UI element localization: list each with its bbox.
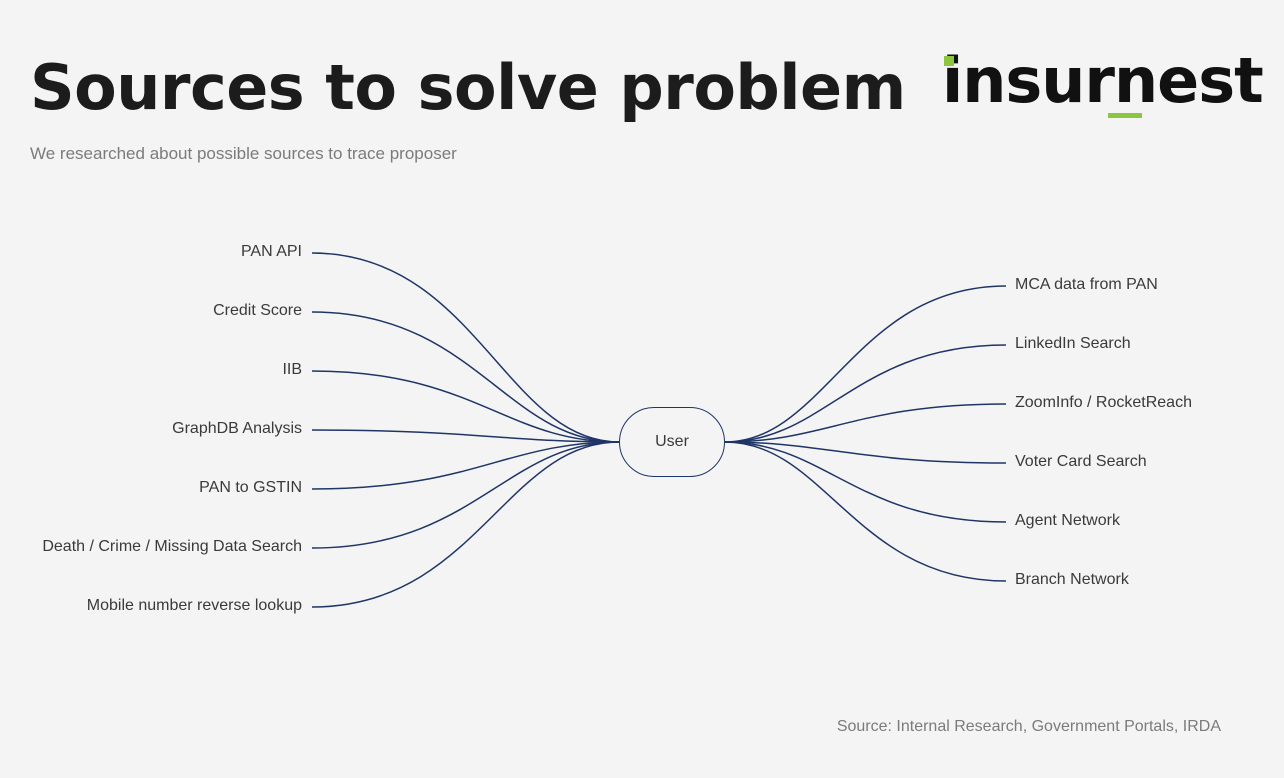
left-node-label: PAN to GSTIN	[199, 479, 302, 496]
left-node-label: PAN API	[240, 243, 302, 260]
right-node-label: Branch Network	[1015, 571, 1129, 588]
left-node-label: IIB	[282, 361, 302, 378]
right-node-label: Agent Network	[1015, 512, 1120, 529]
center-node-label: User	[655, 433, 689, 450]
right-node-label: LinkedIn Search	[1015, 335, 1131, 352]
left-node-label: Mobile number reverse lookup	[86, 597, 302, 614]
logo-underline	[1108, 113, 1142, 118]
left-node-label: Credit Score	[213, 302, 302, 319]
page-title: Sources to solve problem	[30, 51, 906, 124]
right-connector	[724, 441, 1007, 582]
left-connector	[311, 370, 620, 443]
right-connector	[724, 441, 1007, 464]
left-connector	[311, 441, 620, 549]
source-note: Source: Internal Research, Government Po…	[836, 718, 1221, 735]
logo-wordmark: insurnest	[942, 44, 1264, 117]
right-node-label: MCA data from PAN	[1015, 276, 1158, 293]
right-connector	[724, 441, 1007, 523]
right-connector	[724, 344, 1007, 443]
insurnest-logo: insurnest	[942, 44, 1264, 122]
left-connector	[311, 252, 620, 443]
right-connector	[724, 285, 1007, 443]
page-subtitle: We researched about possible sources to …	[30, 144, 457, 163]
left-node-label: Death / Crime / Missing Data Search	[42, 538, 302, 555]
left-node-label: GraphDB Analysis	[172, 420, 302, 437]
center-node-user: User	[619, 407, 725, 477]
left-connector	[311, 311, 620, 443]
logo-i-dot	[944, 56, 954, 66]
left-connector	[311, 441, 620, 608]
right-connector	[724, 403, 1007, 443]
right-node-label: ZoomInfo / RocketReach	[1015, 394, 1192, 411]
left-connector	[311, 441, 620, 490]
right-node-label: Voter Card Search	[1015, 453, 1147, 470]
left-connector	[311, 429, 620, 443]
